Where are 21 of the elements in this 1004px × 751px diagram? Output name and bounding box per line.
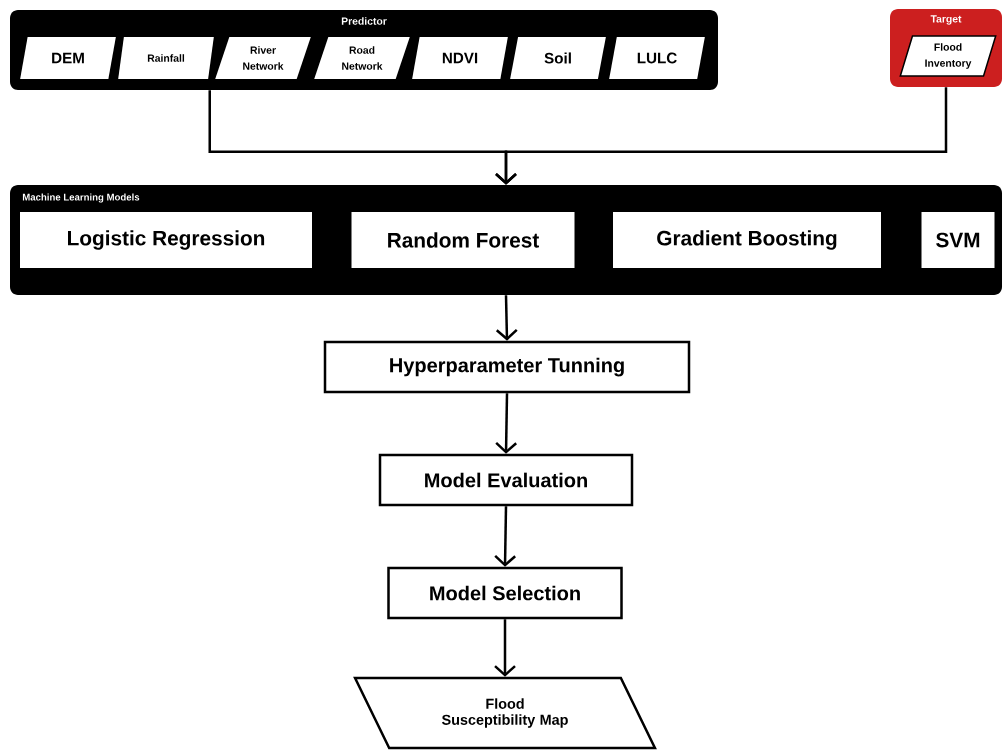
process-box: Model Selection [387,566,623,620]
arrow [494,619,516,677]
model-box: Random Forest [351,212,575,268]
arrow [494,506,516,567]
arrow [495,393,517,454]
model-box: SVM [921,212,995,268]
output-parallelogram: Flood Susceptibility Map [353,676,657,750]
model-box: Gradient Boosting [613,212,881,268]
process-box: Model Evaluation [378,453,634,507]
parallelogram: LULC [609,37,705,79]
parallelogram: Road Network [314,37,410,79]
parallelogram: Rainfall [118,37,214,79]
parallelogram: River Network [215,37,311,79]
parallelogram: Soil [510,37,606,79]
parallelogram: NDVI [412,37,508,79]
parallelogram: DEM [20,37,116,79]
process-box: Hyperparameter Tunning [323,340,691,394]
parallelogram: Flood Inventory [899,35,997,77]
model-box: Logistic Regression [20,212,312,268]
arrow [495,295,518,341]
arrow [495,87,948,185]
